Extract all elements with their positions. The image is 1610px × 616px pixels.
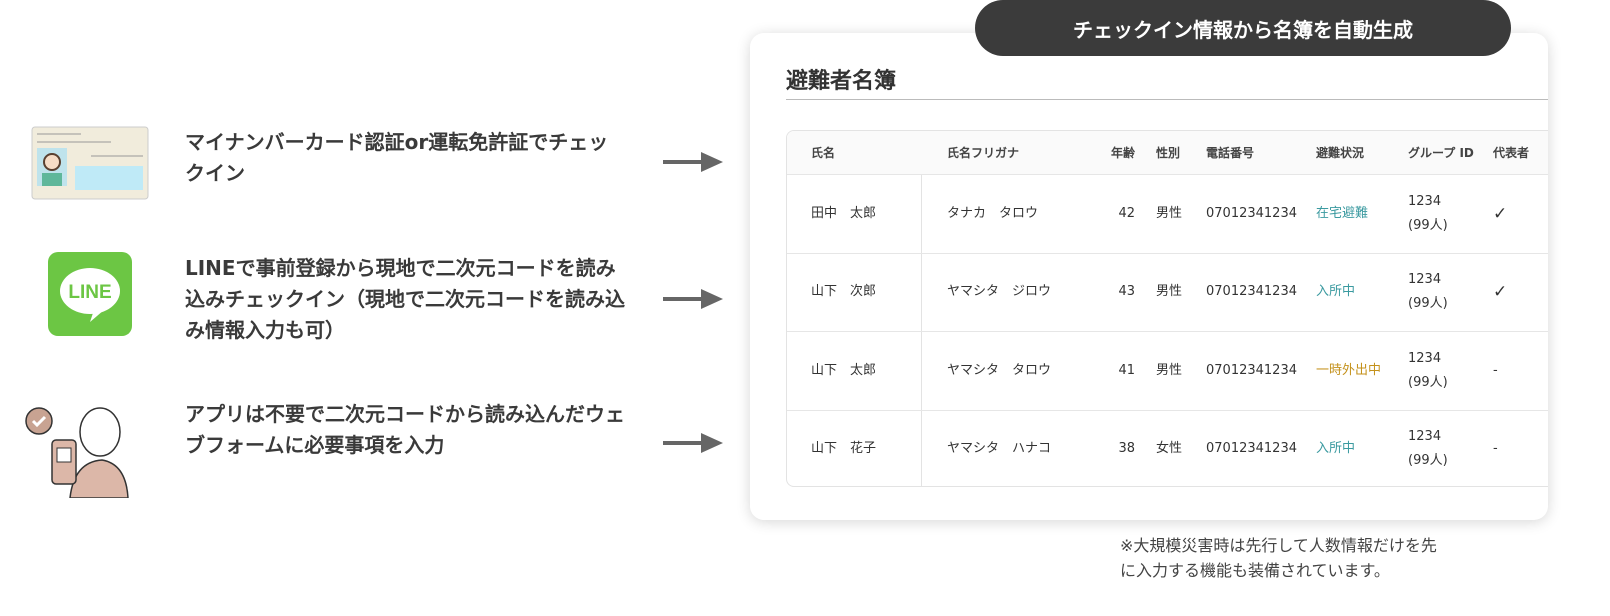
group-id: 1234 [1408, 429, 1442, 445]
footnote: ※大規模災害時は先行して人数情報だけを先 に入力する機能も装備されています。 [1120, 533, 1437, 583]
group-id: 1234 [1408, 193, 1442, 209]
footnote-line: ※大規模災害時は先行して人数情報だけを先 [1120, 536, 1437, 555]
person-with-phone-icon [25, 407, 129, 498]
cell-status: 在宅避難 [1316, 205, 1369, 221]
cell-rep: - [1493, 441, 1498, 457]
table-header: 氏名 氏名フリガナ 年齢 性別 電話番号 避難状況 グループ ID 代表者 [787, 131, 1548, 174]
cell-name: 田中 太郎 [811, 205, 877, 221]
group-id: 1234 [1408, 272, 1442, 288]
cell-kana: ヤマシタ ハナコ [947, 441, 1052, 457]
col-header: 性別 [1156, 145, 1181, 160]
col-header: 氏名フリガナ [947, 145, 1020, 160]
cell-status: 入所中 [1316, 441, 1356, 457]
cell-age: 43 [1118, 284, 1135, 300]
cell-kana: ヤマシタ ジロウ [947, 284, 1052, 300]
cell-status: 一時外出中 [1316, 362, 1382, 378]
arrow-right-icon [663, 152, 723, 172]
cell-sex: 男性 [1156, 205, 1183, 221]
cell-rep: ✓ [1493, 282, 1508, 303]
cell-status: 入所中 [1316, 284, 1356, 300]
cell-name: 山下 太郎 [811, 362, 877, 378]
group-count: (99人) [1408, 217, 1448, 233]
svg-text:LINE: LINE [68, 282, 111, 303]
cell-age: 41 [1118, 362, 1135, 378]
footnote-line: に入力する機能も装備されています。 [1120, 561, 1390, 580]
cell-phone: 07012341234 [1206, 284, 1297, 300]
title-divider [786, 99, 1548, 100]
cell-sex: 女性 [1156, 441, 1183, 457]
cell-sex: 男性 [1156, 362, 1183, 378]
column-divider [921, 131, 922, 486]
col-header: 電話番号 [1206, 145, 1255, 160]
col-header: 避難状況 [1316, 145, 1365, 160]
feature-text-webform: アプリは不要で二次元コードから読み込んだウェブフォームに必要事項を入力 [185, 402, 625, 457]
cell-rep: ✓ [1493, 203, 1508, 224]
table-row[interactable]: 山下 次郎 ヤマシタ ジロウ 43 男性 07012341234 入所中 1234 (99人)… [787, 252, 1548, 332]
feature-text-line: LINEで事前登録から現地で二次元コードを読み込みチェックイン（現地で二次元コー… [185, 256, 625, 342]
group-id: 1234 [1408, 350, 1442, 366]
cell-group: 1234 (99人) [1408, 190, 1448, 238]
cell-kana: タナカ タロウ [947, 205, 1039, 221]
cell-group: 1234 (99人) [1408, 425, 1448, 473]
cell-name: 山下 次郎 [811, 284, 877, 300]
table-row[interactable]: 田中 太郎 タナカ タロウ 42 男性 07012341234 在宅避難 1234 (99人)… [787, 174, 1548, 253]
group-count: (99人) [1408, 296, 1448, 312]
col-header: 年齢 [1111, 145, 1136, 160]
cell-age: 38 [1118, 441, 1135, 457]
cell-age: 42 [1118, 205, 1135, 221]
cell-phone: 07012341234 [1206, 441, 1297, 457]
col-header: 代表者 [1493, 145, 1530, 160]
table-row[interactable]: 山下 花子 ヤマシタ ハナコ 38 女性 07012341234 入所中 1234 (99人)… [787, 409, 1548, 487]
table-row[interactable]: 山下 太郎 ヤマシタ タロウ 41 男性 07012341234 一時外出中 1234 (99… [787, 331, 1548, 410]
roster-card: 避難者名簿 氏名 氏名フリガナ 年齢 性別 電話番号 避難状況 グループ ID … [750, 33, 1548, 520]
auto-generate-banner: チェックイン情報から名簿を自動生成 [975, 0, 1511, 56]
cell-phone: 07012341234 [1206, 362, 1297, 378]
cell-sex: 男性 [1156, 284, 1183, 300]
col-header: グループ ID [1408, 145, 1474, 160]
feature-text-id-card: マイナンバーカード認証or運転免許証でチェックイン [185, 130, 609, 185]
roster-title: 避難者名簿 [786, 69, 897, 94]
group-count: (99人) [1408, 453, 1448, 469]
cell-name: 山下 花子 [811, 441, 877, 457]
arrow-right-icon [663, 289, 723, 309]
cell-phone: 07012341234 [1206, 205, 1297, 221]
col-header: 氏名 [811, 145, 836, 160]
cell-rep: - [1493, 362, 1498, 378]
cell-group: 1234 (99人) [1408, 268, 1448, 316]
cell-group: 1234 (99人) [1408, 347, 1448, 395]
cell-kana: ヤマシタ タロウ [947, 362, 1052, 378]
line-app-icon: LINE [48, 252, 132, 336]
arrow-right-icon [663, 433, 723, 453]
id-card-icon [31, 126, 149, 200]
roster-table: 氏名 氏名フリガナ 年齢 性別 電話番号 避難状況 グループ ID 代表者 田中… [786, 130, 1548, 487]
group-count: (99人) [1408, 374, 1448, 390]
